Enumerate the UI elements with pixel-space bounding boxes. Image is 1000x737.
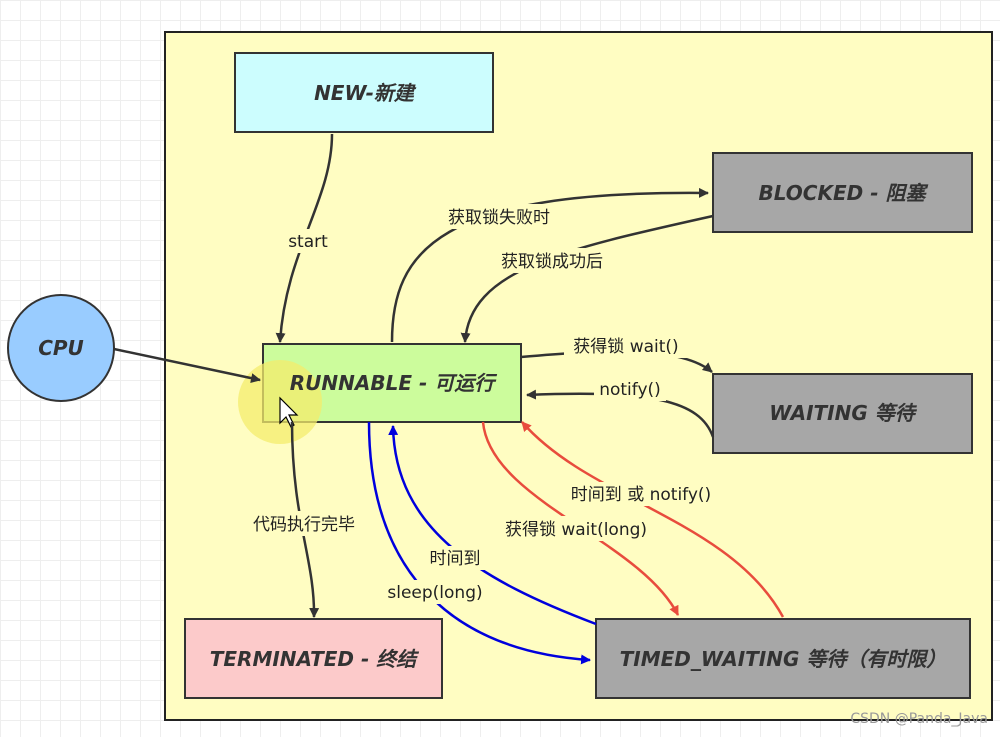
state-new-label: NEW-新建 (314, 81, 417, 105)
arrow-timed-waiting-to-runnable-notify (521, 421, 785, 618)
state-timed-waiting-label: TIMED_WAITING 等待（有时限） (620, 647, 947, 671)
label-lock-success: 获取锁成功后 (501, 252, 603, 272)
label-notify: notify() (599, 380, 661, 400)
label-start: start (288, 232, 328, 252)
state-waiting-label: WAITING 等待 (769, 401, 917, 425)
state-blocked-label: BLOCKED - 阻塞 (759, 181, 929, 205)
arrow-runnable-to-blocked (390, 187, 709, 343)
label-code-done: 代码执行完毕 (253, 515, 355, 535)
label-get-lock-wait-long: 获得锁 wait(long) (505, 520, 647, 540)
state-terminated-label: TERMINATED - 终结 (210, 647, 419, 671)
state-blocked: BLOCKED - 阻塞 (712, 152, 973, 233)
label-time-up: 时间到 (430, 549, 481, 569)
arrow-new-to-runnable (275, 133, 334, 343)
state-cpu: CPU (7, 294, 115, 402)
state-new: NEW-新建 (234, 52, 494, 133)
watermark: CSDN @Panda_Java (850, 711, 988, 727)
state-runnable-label: RUNNABLE - 可运行 (290, 371, 497, 395)
label-timeout-or-notify: 时间到 或 notify() (571, 485, 711, 505)
label-lock-failed: 获取锁失败时 (448, 208, 550, 228)
state-timed-waiting: TIMED_WAITING 等待（有时限） (595, 618, 971, 699)
state-terminated: TERMINATED - 终结 (184, 618, 443, 699)
label-get-lock-wait: 获得锁 wait() (573, 337, 678, 357)
arrow-cpu-to-runnable (113, 347, 261, 384)
label-sleep-long: sleep(long) (387, 583, 482, 603)
state-runnable: RUNNABLE - 可运行 (238, 343, 522, 444)
state-cpu-label: CPU (38, 336, 84, 360)
state-waiting: WAITING 等待 (712, 373, 973, 454)
